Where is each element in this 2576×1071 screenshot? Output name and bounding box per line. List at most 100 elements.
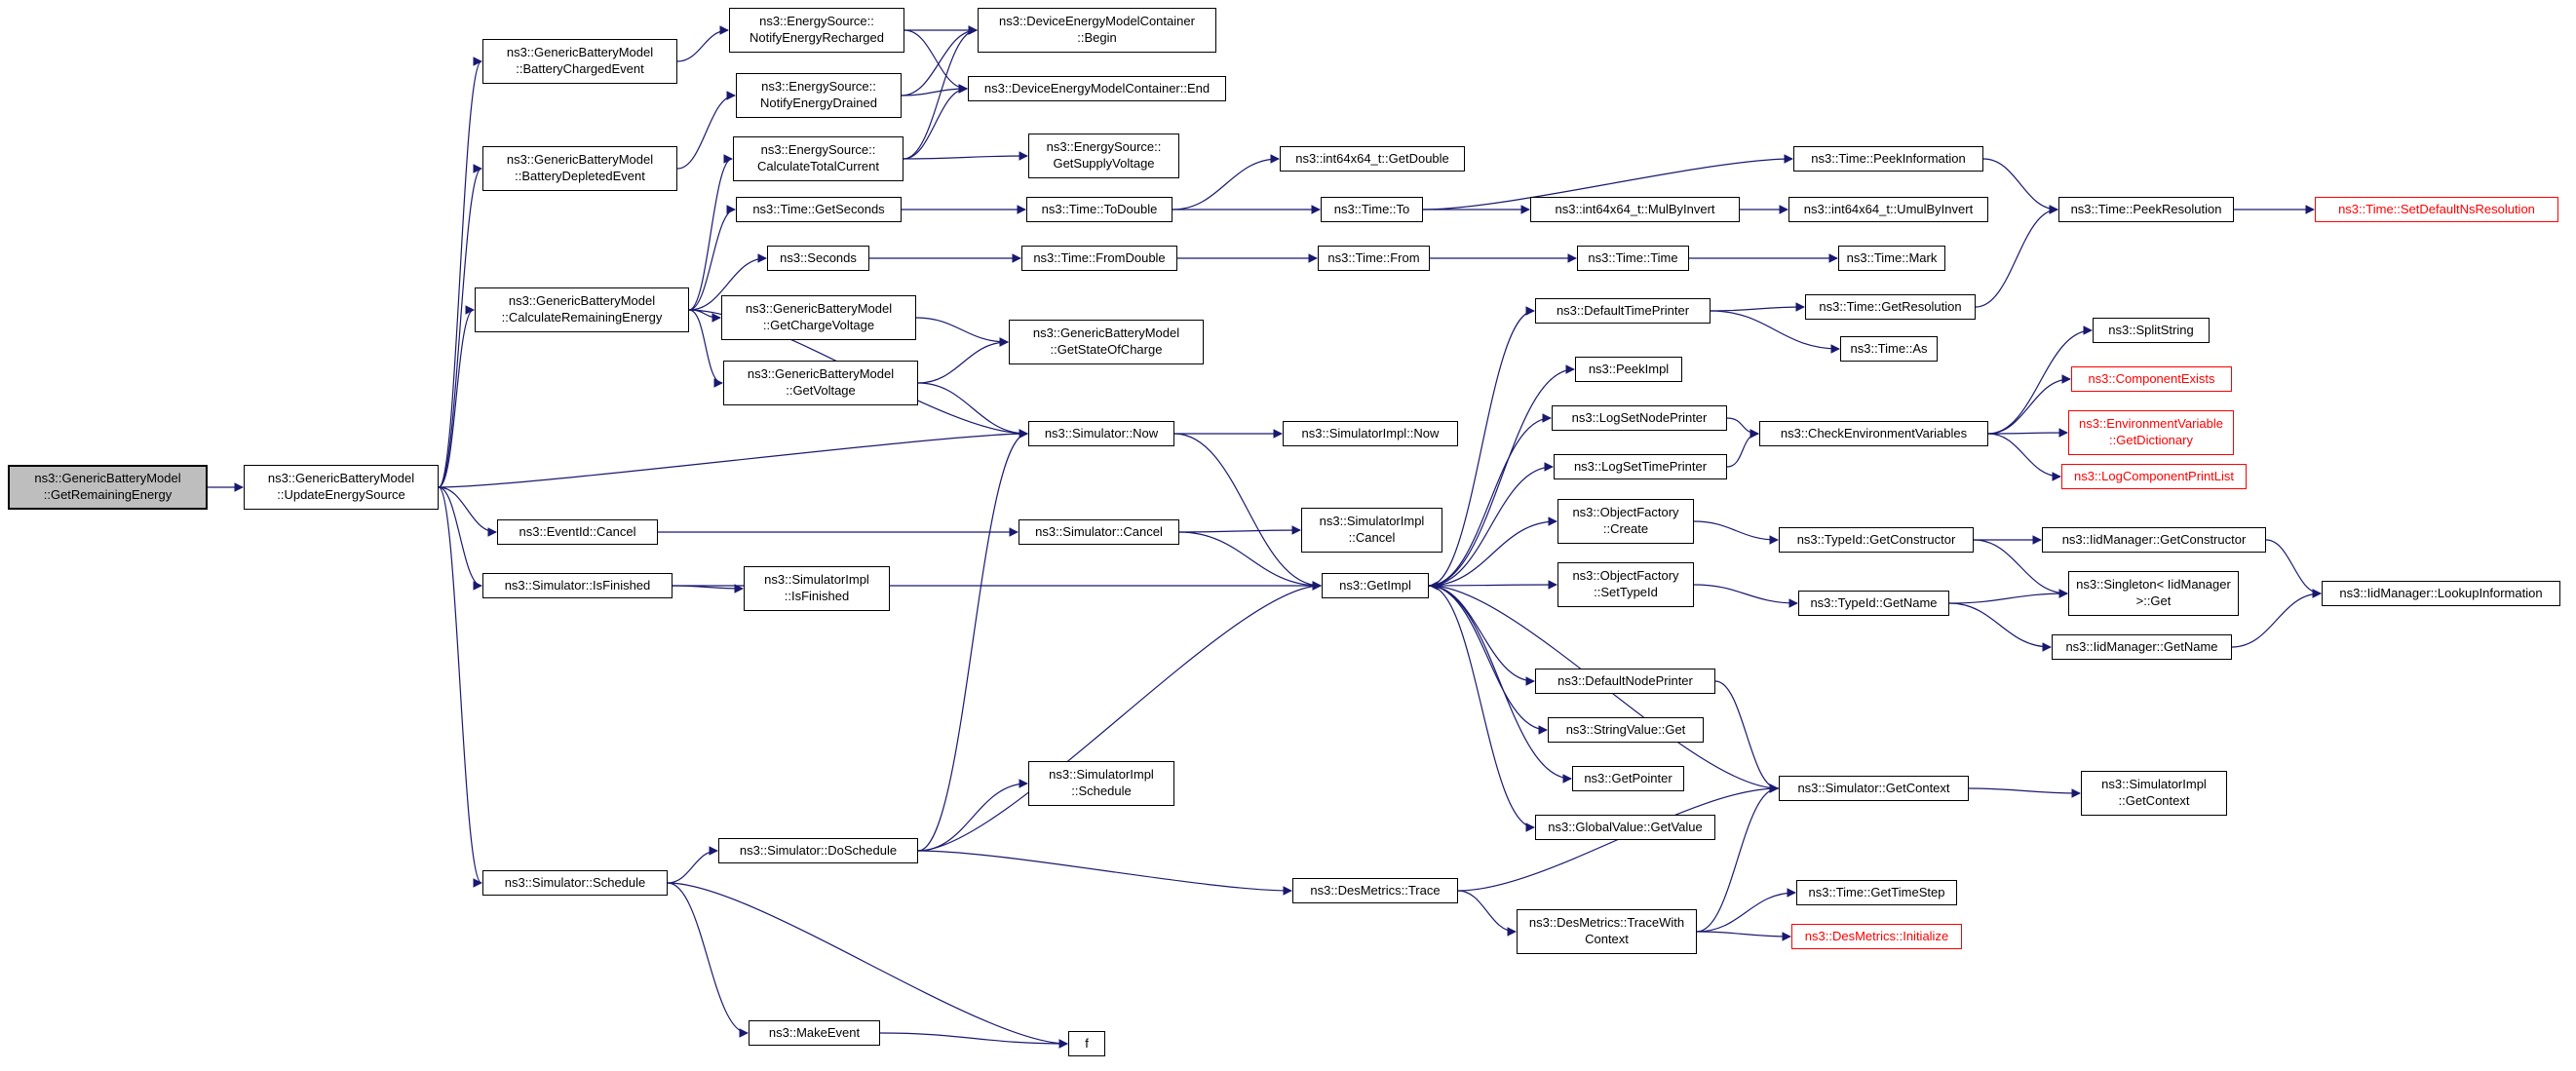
graph-node-simulator-impl-get-context[interactable]: ns3::SimulatorImpl::GetContext <box>2081 771 2227 816</box>
graph-node-log-component-print-list[interactable]: ns3::LogComponentPrintList <box>2061 464 2247 489</box>
graph-node-label: >::Get <box>2135 593 2172 608</box>
graph-node-object-factory-create[interactable]: ns3::ObjectFactory::Create <box>1557 499 1694 544</box>
call-edge-get-voltage--simulator-now <box>917 382 1028 439</box>
call-edge-check-environment-variables--env-get-dictionary <box>1987 428 2068 438</box>
graph-node-simulator-is-finished[interactable]: ns3::Simulator::IsFinished <box>482 573 673 598</box>
graph-node-time-to-double[interactable]: ns3::Time::ToDouble <box>1026 197 1173 222</box>
graph-node-update-energy-source[interactable]: ns3::GenericBatteryModel::UpdateEnergySo… <box>244 465 439 510</box>
graph-node-string-value-get[interactable]: ns3::StringValue::Get <box>1548 717 1704 743</box>
graph-node-simulator-impl-is-finished[interactable]: ns3::SimulatorImpl::IsFinished <box>744 566 890 611</box>
graph-node-simulator-now[interactable]: ns3::Simulator::Now <box>1028 421 1174 446</box>
graph-node-label: NotifyEnergyRecharged <box>749 30 885 45</box>
graph-node-simulator-cancel[interactable]: ns3::Simulator::Cancel <box>1019 519 1179 545</box>
graph-node-time-mark[interactable]: ns3::Time::Mark <box>1838 246 1945 271</box>
graph-node-type-id-get-name[interactable]: ns3::TypeId::GetName <box>1798 591 1949 616</box>
call-edge-notify-energy-drained--device-container-begin <box>901 25 978 96</box>
graph-node-calculate-remaining-energy[interactable]: ns3::GenericBatteryModel::CalculateRemai… <box>475 287 689 332</box>
graph-node-set-default-ns-resolution[interactable]: ns3::Time::SetDefaultNsResolution <box>2315 197 2558 222</box>
graph-node-f[interactable]: f <box>1068 1031 1105 1056</box>
graph-node-object-factory-set-type-id[interactable]: ns3::ObjectFactory::SetTypeId <box>1557 562 1694 607</box>
graph-node-get-pointer[interactable]: ns3::GetPointer <box>1572 766 1684 791</box>
graph-node-label: ns3::IidManager::GetName <box>2065 638 2218 654</box>
call-edge-check-environment-variables--split-string <box>1987 325 2093 435</box>
graph-node-device-container-end[interactable]: ns3::DeviceEnergyModelContainer::End <box>968 76 1226 101</box>
graph-node-type-id-get-constructor[interactable]: ns3::TypeId::GetConstructor <box>1779 527 1974 553</box>
graph-node-singleton-get[interactable]: ns3::Singleton< IidManager>::Get <box>2068 571 2239 616</box>
graph-node-simulator-impl-cancel[interactable]: ns3::SimulatorImpl::Cancel <box>1301 508 1442 553</box>
graph-node-seconds[interactable]: ns3::Seconds <box>767 246 869 271</box>
graph-node-simulator-schedule[interactable]: ns3::Simulator::Schedule <box>482 870 668 896</box>
graph-node-get-charge-voltage[interactable]: ns3::GenericBatteryModel::GetChargeVolta… <box>721 295 916 340</box>
call-edge-get-impl--get-pointer <box>1428 585 1572 784</box>
graph-node-time-get-seconds[interactable]: ns3::Time::GetSeconds <box>736 197 902 222</box>
graph-node-peek-resolution[interactable]: ns3::Time::PeekResolution <box>2058 197 2234 222</box>
graph-node-label: ns3::Time::Time <box>1588 249 1678 265</box>
graph-node-component-exists[interactable]: ns3::ComponentExists <box>2071 366 2232 392</box>
graph-node-umul-by-invert[interactable]: ns3::int64x64_t::UmulByInvert <box>1788 197 1988 222</box>
graph-node-get-impl[interactable]: ns3::GetImpl <box>1322 573 1429 598</box>
call-edge-log-set-node-printer--check-environment-variables <box>1726 417 1759 439</box>
graph-node-simulator-impl-schedule[interactable]: ns3::SimulatorImpl::Schedule <box>1028 761 1174 806</box>
graph-node-label: ns3::ObjectFactory <box>1572 505 1679 520</box>
graph-node-global-value-get-value[interactable]: ns3::GlobalValue::GetValue <box>1535 815 1715 840</box>
graph-node-label: f <box>1085 1035 1089 1051</box>
call-edge-peek-information--peek-resolution <box>1982 158 2058 214</box>
graph-node-peek-impl[interactable]: ns3::PeekImpl <box>1575 357 1682 382</box>
call-edge-simulator-cancel--simulator-impl-cancel <box>1178 525 1301 535</box>
call-edge-update-energy-source--simulator-schedule <box>438 486 482 888</box>
graph-node-int64x64-get-double[interactable]: ns3::int64x64_t::GetDouble <box>1280 146 1465 172</box>
graph-node-do-schedule[interactable]: ns3::Simulator::DoSchedule <box>718 838 918 863</box>
graph-node-time-get-time-step[interactable]: ns3::Time::GetTimeStep <box>1796 880 1957 905</box>
graph-node-env-get-dictionary[interactable]: ns3::EnvironmentVariable::GetDictionary <box>2068 410 2234 455</box>
graph-node-time-to[interactable]: ns3::Time::To <box>1321 197 1423 222</box>
call-edge-type-id-get-name--singleton-get <box>1948 589 2068 604</box>
graph-node-time-as[interactable]: ns3::Time::As <box>1840 336 1938 362</box>
graph-node-simulator-impl-now[interactable]: ns3::SimulatorImpl::Now <box>1283 421 1458 446</box>
graph-node-device-container-begin[interactable]: ns3::DeviceEnergyModelContainer::Begin <box>978 8 1216 53</box>
graph-node-iid-get-constructor[interactable]: ns3::IidManager::GetConstructor <box>2042 527 2266 553</box>
graph-node-label: ns3::SimulatorImpl <box>2101 777 2207 792</box>
graph-node-battery-charged-event[interactable]: ns3::GenericBatteryModel::BatteryCharged… <box>482 39 677 84</box>
graph-node-default-time-printer[interactable]: ns3::DefaultTimePrinter <box>1535 298 1711 324</box>
graph-node-label: ::Cancel <box>1348 530 1396 545</box>
graph-node-get-supply-voltage[interactable]: ns3::EnergySource::GetSupplyVoltage <box>1028 134 1179 178</box>
call-edge-log-set-time-printer--check-environment-variables <box>1726 429 1759 468</box>
graph-node-log-set-node-printer[interactable]: ns3::LogSetNodePrinter <box>1552 405 1727 431</box>
call-edge-get-impl--string-value-get <box>1428 585 1548 735</box>
graph-node-log-set-time-printer[interactable]: ns3::LogSetTimePrinter <box>1554 454 1727 479</box>
graph-node-lookup-information[interactable]: ns3::IidManager::LookupInformation <box>2322 581 2560 606</box>
graph-node-iid-get-name[interactable]: ns3::IidManager::GetName <box>2052 634 2232 660</box>
call-edge-do-schedule--des-metrics-trace <box>917 850 1292 896</box>
graph-node-simulator-get-context[interactable]: ns3::Simulator::GetContext <box>1779 776 1969 801</box>
graph-node-check-environment-variables[interactable]: ns3::CheckEnvironmentVariables <box>1759 421 1988 446</box>
graph-node-mul-by-invert[interactable]: ns3::int64x64_t::MulByInvert <box>1530 197 1740 222</box>
call-edge-type-id-get-constructor--singleton-get <box>1973 539 2068 598</box>
graph-node-time-from[interactable]: ns3::Time::From <box>1318 246 1430 271</box>
graph-node-label: ns3::Time::GetResolution <box>1819 298 1962 314</box>
graph-node-default-node-printer[interactable]: ns3::DefaultNodePrinter <box>1535 669 1715 694</box>
graph-node-time-time[interactable]: ns3::Time::Time <box>1577 246 1689 271</box>
graph-node-label: ::Schedule <box>1071 784 1132 798</box>
graph-node-battery-depleted-event[interactable]: ns3::GenericBatteryModel::BatteryDeplete… <box>482 146 677 191</box>
graph-node-split-string[interactable]: ns3::SplitString <box>2093 318 2210 343</box>
graph-node-event-id-cancel[interactable]: ns3::EventId::Cancel <box>497 519 658 545</box>
graph-node-label: ::GetContext <box>2118 793 2190 808</box>
graph-node-time-from-double[interactable]: ns3::Time::FromDouble <box>1021 246 1177 271</box>
graph-node-label: ns3::Time::FromDouble <box>1033 249 1166 265</box>
graph-node-time-get-resolution[interactable]: ns3::Time::GetResolution <box>1805 294 1976 320</box>
graph-node-peek-information[interactable]: ns3::Time::PeekInformation <box>1793 146 1983 172</box>
graph-node-get-voltage[interactable]: ns3::GenericBatteryModel::GetVoltage <box>723 361 918 405</box>
graph-node-label: ::GetStateOfCharge <box>1050 342 1163 357</box>
graph-node-make-event[interactable]: ns3::MakeEvent <box>749 1020 880 1046</box>
graph-node-des-metrics-initialize[interactable]: ns3::DesMetrics::Initialize <box>1791 924 1962 949</box>
graph-node-label: ns3::TypeId::GetConstructor <box>1796 531 1956 547</box>
graph-node-get-state-of-charge[interactable]: ns3::GenericBatteryModel::GetStateOfChar… <box>1009 320 1204 364</box>
graph-node-calculate-total-current[interactable]: ns3::EnergySource::CalculateTotalCurrent <box>733 136 904 181</box>
graph-node-get-remaining-energy[interactable]: ns3::GenericBatteryModel::GetRemainingEn… <box>8 465 208 510</box>
graph-node-des-metrics-trace[interactable]: ns3::DesMetrics::Trace <box>1292 878 1458 903</box>
graph-node-notify-energy-drained[interactable]: ns3::EnergySource::NotifyEnergyDrained <box>736 73 902 118</box>
call-edge-do-schedule--simulator-impl-schedule <box>917 779 1028 852</box>
graph-node-notify-energy-recharged[interactable]: ns3::EnergySource::NotifyEnergyRecharged <box>729 8 904 53</box>
graph-node-label: ns3::int64x64_t::GetDouble <box>1295 150 1449 166</box>
